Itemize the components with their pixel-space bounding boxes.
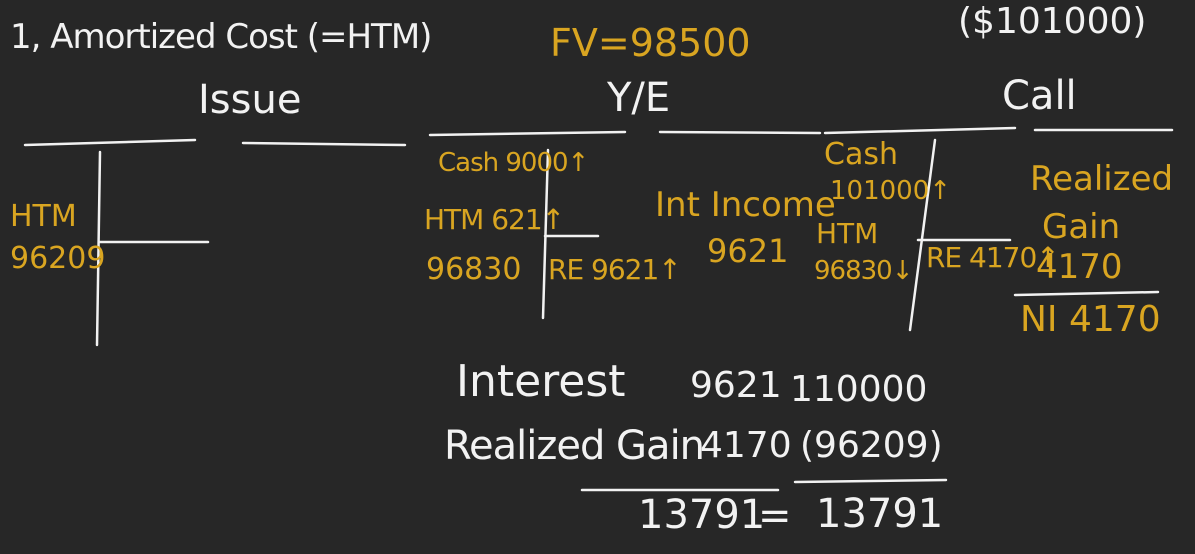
call-price-note: ($101000) (958, 1, 1147, 42)
ye-htm-entry: HTM 621↑ (424, 203, 565, 236)
call-vertical-rule (908, 138, 937, 332)
ye-vertical-rule (541, 148, 550, 320)
call-cash-amount: 101000↑ (830, 176, 952, 206)
summary-interest-value: 9621 (690, 365, 782, 406)
summary-interest-total: 110000 (790, 369, 928, 410)
ye-right-top-rule (658, 130, 822, 135)
ye-re-entry: RE 9621↑ (548, 253, 682, 286)
summary-right-underline (793, 478, 948, 484)
ye-htm-balance: 96830 (426, 252, 522, 287)
ye-interest-income-amount: 9621 (707, 232, 789, 270)
call-left-top-rule (823, 126, 1017, 135)
call-cash-label: Cash (824, 137, 898, 172)
call-realized-gain-amount: 4170 (1036, 247, 1123, 287)
summary-realized-gain-value: 4170 (700, 425, 792, 466)
call-re-entry: RE 4170↑ (926, 241, 1060, 274)
face-value-note: FV=98500 (550, 21, 751, 65)
ye-left-top-rule (428, 130, 627, 137)
issue-left-top-rule (23, 138, 197, 147)
summary-equals-sign: = (758, 493, 792, 539)
call-realized-gain-label-2: Gain (1042, 207, 1121, 247)
ye-cash-entry: Cash 9000↑ (438, 148, 589, 178)
summary-interest-label: Interest (456, 356, 626, 407)
summary-realized-gain-label: Realized Gain (444, 423, 705, 469)
call-net-income-entry: NI 4170 (1020, 299, 1161, 340)
column-heading-issue: Issue (198, 77, 302, 123)
page-title: 1, Amortized Cost (=HTM) (10, 17, 432, 57)
summary-total-right: 13791 (816, 491, 944, 537)
summary-realized-gain-total: (96209) (800, 425, 943, 466)
issue-vertical-rule (95, 150, 102, 347)
call-htm-amount: 96830↓ (814, 256, 913, 286)
issue-htm-amount: 96209 (10, 241, 106, 276)
issue-htm-label: HTM (10, 199, 77, 234)
issue-right-top-rule (241, 141, 407, 147)
column-heading-call: Call (1002, 73, 1077, 119)
call-htm-label: HTM (816, 217, 879, 250)
column-heading-year-end: Y/E (607, 75, 671, 121)
call-realized-gain-label-1: Realized (1030, 159, 1174, 199)
call-gain-underline (1013, 290, 1160, 297)
summary-total-left: 13791 (638, 492, 766, 538)
ye-interest-income-label: Int Income (655, 185, 836, 225)
